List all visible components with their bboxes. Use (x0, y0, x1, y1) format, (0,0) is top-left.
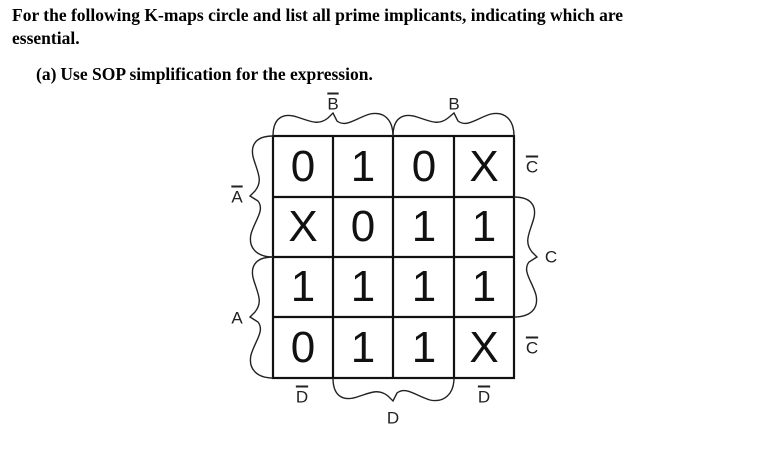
brace-top-b (392, 111, 515, 137)
kmap-cell-r2c3: 1 (411, 202, 437, 251)
kmap-braces (248, 111, 539, 403)
part-label: (a) (36, 64, 57, 84)
label-c: C (544, 247, 558, 267)
label-a-not: A (231, 187, 243, 207)
kmap-cell-r2c1: X (288, 202, 318, 251)
kmap-cell-r1c3: 0 (411, 142, 437, 191)
label-b-not: B (327, 94, 339, 114)
kmap-cell-r3c1: 1 (290, 262, 316, 311)
kmap-cell-r1c1: 0 (290, 142, 316, 191)
part-instruction: Use SOP simplification for the expressio… (60, 64, 373, 84)
brace-right-c (513, 196, 539, 318)
kmap-cell-r4c1: 0 (290, 323, 316, 372)
kmap-cell-r4c3: 1 (411, 323, 437, 372)
kmap-cell-r3c3: 1 (411, 262, 437, 311)
kmap-cell-r3c4: 1 (471, 262, 497, 311)
label-d: D (386, 408, 400, 428)
brace-bottom-d (332, 377, 455, 403)
question-part-a: (a)Use SOP simplification for the expres… (36, 63, 373, 86)
kmap-cell-r2c4: 1 (471, 202, 497, 251)
label-c-not-row1: C (525, 157, 539, 177)
label-a: A (231, 308, 243, 328)
kmap-grid (271, 134, 516, 380)
brace-left-anot (248, 135, 274, 258)
brace-left-a (248, 256, 274, 379)
question-text-line1: For the following K-maps circle and list… (12, 5, 624, 25)
kmap-cell-r3c2: 1 (350, 262, 376, 311)
kmap-cell-r1c2: 1 (350, 142, 376, 191)
kmap-cell-r2c2: 0 (350, 202, 376, 251)
label-b: B (448, 94, 460, 114)
kmap-cell-r1c4: X (469, 142, 499, 191)
kmap-cell-r4c4: X (469, 323, 499, 372)
kmap-cell-r4c2: 1 (350, 323, 376, 372)
brace-top-bnot (272, 111, 394, 137)
label-d-not-col1: D (295, 387, 309, 407)
question-text-line2: essential. (12, 28, 80, 48)
label-c-not-row4: C (525, 338, 539, 358)
label-d-not-col4: D (477, 387, 491, 407)
